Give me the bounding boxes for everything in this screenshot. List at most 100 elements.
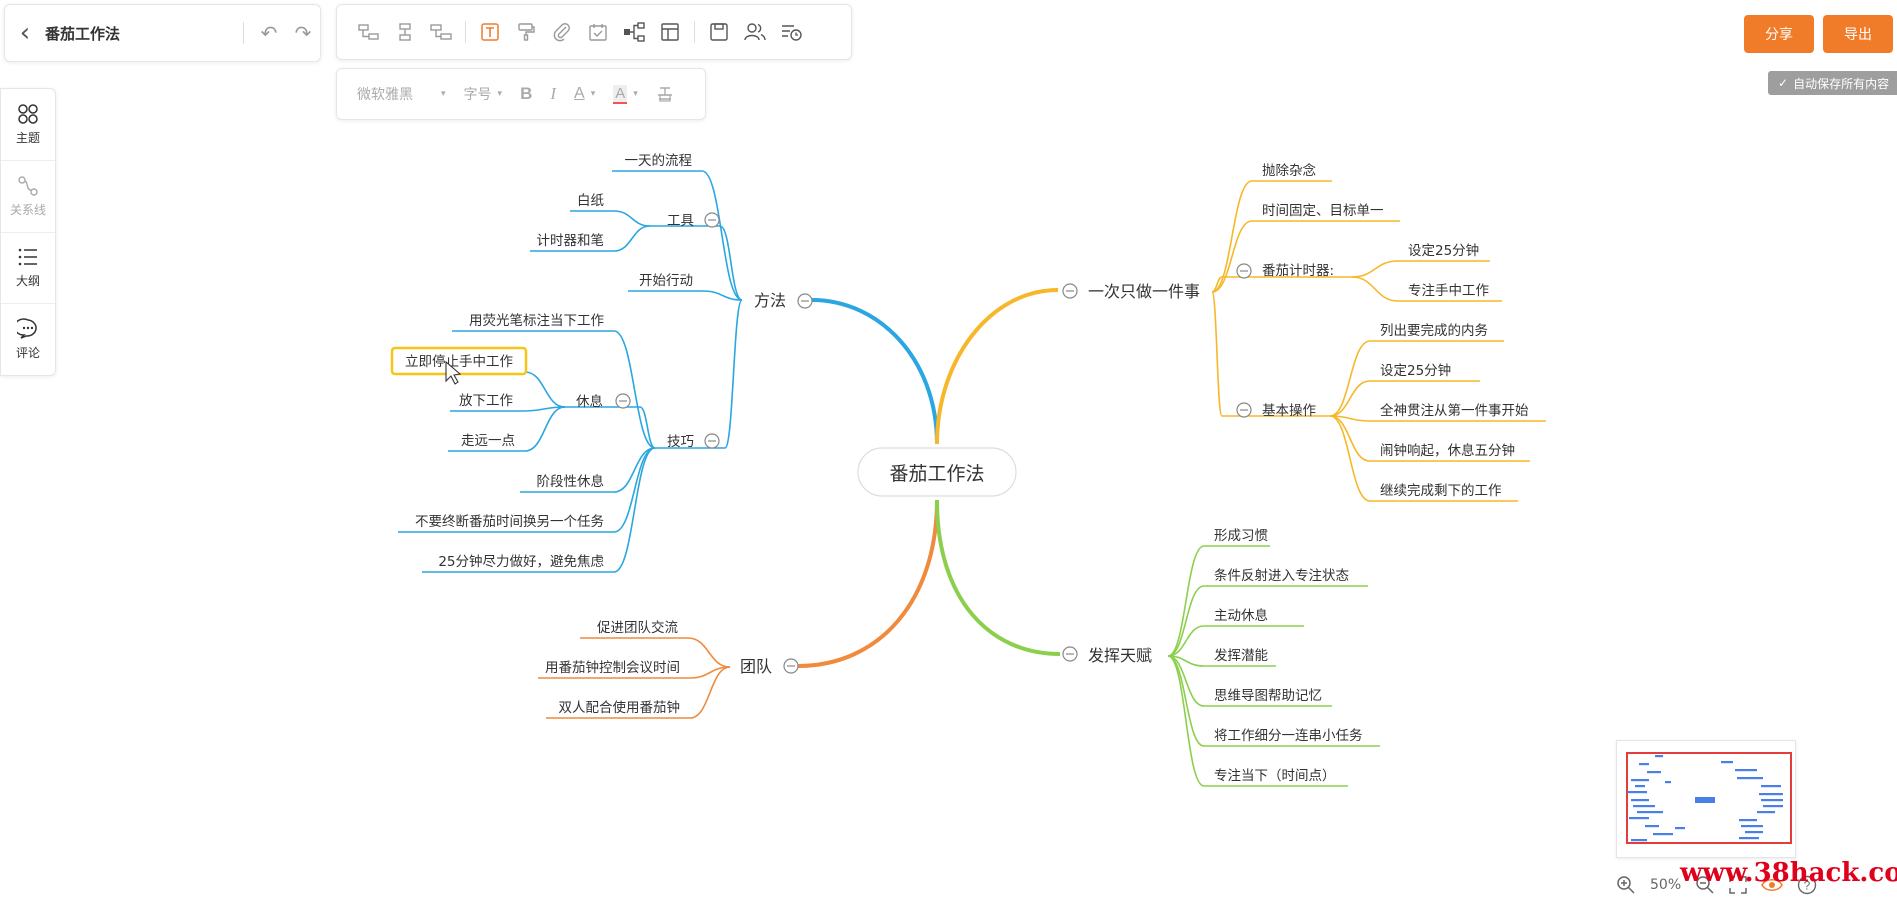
topic-node[interactable]: 白纸	[577, 193, 605, 209]
connector-line	[689, 666, 731, 719]
main-topic[interactable]: 一次只做一件事	[1088, 282, 1200, 301]
main-topic[interactable]: 团队	[740, 657, 772, 676]
zoom-in-icon[interactable]	[1616, 875, 1636, 895]
topic-node[interactable]: 25分钟尽力做好，避免焦虑	[438, 553, 604, 570]
topic-node[interactable]: 发挥潜能	[1214, 648, 1268, 664]
main-topic[interactable]: 发挥天赋	[1088, 646, 1152, 665]
minimap-mark	[1745, 831, 1763, 834]
minimap-mark	[1629, 817, 1649, 820]
topic-node[interactable]: 技巧	[667, 434, 694, 450]
minimap-mark	[1631, 779, 1649, 782]
attachment-icon[interactable]	[544, 14, 580, 50]
topic-node[interactable]: 走远一点	[461, 433, 515, 449]
highlight-color-icon[interactable]: A▾	[613, 84, 638, 104]
italic-icon[interactable]: I	[550, 84, 557, 103]
connector-line	[1329, 380, 1371, 417]
connector-line	[639, 406, 656, 449]
export-button[interactable]: 导出	[1823, 15, 1893, 53]
caret-down-icon: ▾	[590, 89, 596, 99]
connector-line	[1211, 276, 1223, 293]
share-button[interactable]: 分享	[1744, 15, 1814, 53]
topic-node[interactable]: 条件反射进入专注状态	[1214, 567, 1349, 584]
connector-line	[524, 406, 566, 452]
fit-screen-icon[interactable]	[1729, 876, 1747, 894]
topic-node[interactable]: 闹钟响起，休息五分钟	[1380, 442, 1515, 459]
history-icon[interactable]	[773, 14, 809, 50]
topic-node[interactable]: 专注当下（时间点）	[1214, 768, 1336, 784]
bold-icon[interactable]: B	[520, 84, 533, 103]
structure-icon[interactable]	[616, 14, 652, 50]
main-topic[interactable]: 方法	[754, 291, 786, 310]
central-topic-text[interactable]: 番茄工作法	[889, 463, 984, 485]
minimap-mark	[1735, 769, 1757, 772]
topic-node[interactable]: 形成习惯	[1214, 527, 1268, 544]
preview-eye-icon[interactable]	[1761, 876, 1783, 894]
connector-line	[1351, 260, 1399, 278]
save-icon[interactable]	[701, 14, 737, 50]
task-icon[interactable]	[580, 14, 616, 50]
layout-icon[interactable]	[652, 14, 688, 50]
font-size-select[interactable]: 字号▾	[464, 84, 503, 104]
topic-node[interactable]: 基本操作	[1262, 402, 1316, 419]
clear-format-icon[interactable]	[656, 85, 674, 103]
topic-node[interactable]: 工具	[667, 213, 694, 229]
minimap-mark	[1647, 771, 1661, 774]
topic-node[interactable]: 专注手中工作	[1408, 283, 1489, 299]
text-format-icon[interactable]	[472, 14, 508, 50]
topic-node[interactable]: 用番茄钟控制会议时间	[545, 659, 680, 676]
topic-node[interactable]: 时间固定、目标单一	[1262, 203, 1384, 219]
insert-child-topic-icon[interactable]	[387, 14, 423, 50]
topic-node[interactable]: 设定25分钟	[1408, 242, 1479, 259]
zoom-out-icon[interactable]	[1695, 875, 1715, 895]
topic-node[interactable]: 放下工作	[459, 393, 513, 409]
topic-node-selected[interactable]: 立即停止手中工作	[405, 353, 513, 370]
undo-icon[interactable]: ↶	[260, 21, 278, 45]
font-color-icon[interactable]: A▾	[574, 85, 596, 102]
topic-node[interactable]: 休息	[576, 393, 603, 410]
connector-line	[613, 210, 651, 227]
minimap-mark	[1655, 755, 1663, 758]
topic-node[interactable]: 抛除杂念	[1262, 162, 1316, 179]
format-painter-icon[interactable]	[508, 14, 544, 50]
sidebar-item-theme[interactable]: 主题	[1, 89, 55, 161]
collaborators-icon[interactable]	[737, 14, 773, 50]
sidebar-item-label: 关系线	[9, 202, 46, 217]
connector-line	[724, 299, 743, 449]
topic-node[interactable]: 阶段性休息	[537, 473, 605, 490]
topic-node[interactable]: 计时器和笔	[537, 233, 605, 249]
topic-node[interactable]: 继续完成剩下的工作	[1380, 483, 1502, 499]
connector-line	[935, 499, 1061, 656]
help-icon[interactable]: ?	[1797, 875, 1817, 895]
minimap-mark	[1739, 819, 1757, 822]
topic-node[interactable]: 不要终断番茄时间换另一个任务	[415, 513, 604, 530]
document-title[interactable]: 番茄工作法	[45, 24, 121, 43]
sidebar-item-outline[interactable]: 大纲	[1, 233, 55, 305]
sidebar-item-comments[interactable]: 评论	[1, 304, 55, 375]
topic-node[interactable]: 主动休息	[1214, 607, 1268, 624]
central-topic[interactable]	[857, 447, 1017, 497]
font-family-select[interactable]: 微软雅黑▾	[357, 84, 446, 104]
redo-icon[interactable]: ↷	[294, 21, 312, 45]
main-toolbar	[336, 4, 852, 60]
topic-node[interactable]: 双人配合使用番茄钟	[559, 699, 681, 716]
theme-icon	[18, 104, 38, 124]
topic-node[interactable]: 全神贯注从第一件事开始	[1380, 402, 1529, 419]
topic-node[interactable]: 将工作细分一连串小任务	[1214, 728, 1363, 744]
topic-node[interactable]: 促进团队交流	[597, 619, 678, 636]
topic-node[interactable]: 思维导图帮助记忆	[1214, 688, 1322, 704]
topic-node[interactable]: 番茄计时器:	[1262, 262, 1334, 279]
topic-node[interactable]: 一天的流程	[625, 153, 693, 169]
topic-node[interactable]: 用荧光笔标注当下工作	[469, 313, 604, 329]
topic-node[interactable]: 开始行动	[639, 273, 693, 289]
topic-node[interactable]: 设定25分钟	[1380, 362, 1451, 379]
topic-node[interactable]: 列出要完成的内务	[1380, 323, 1488, 339]
connector-line	[1167, 655, 1205, 707]
minimap[interactable]	[1616, 740, 1796, 858]
insert-parent-topic-icon[interactable]	[423, 14, 459, 50]
back-chevron-icon[interactable]: ‹	[19, 18, 31, 48]
font-family-value: 微软雅黑	[357, 87, 413, 103]
insert-sibling-topic-icon[interactable]	[351, 14, 387, 50]
connector-line	[797, 499, 939, 668]
sidebar-item-relation-line[interactable]: 关系线	[1, 161, 55, 233]
